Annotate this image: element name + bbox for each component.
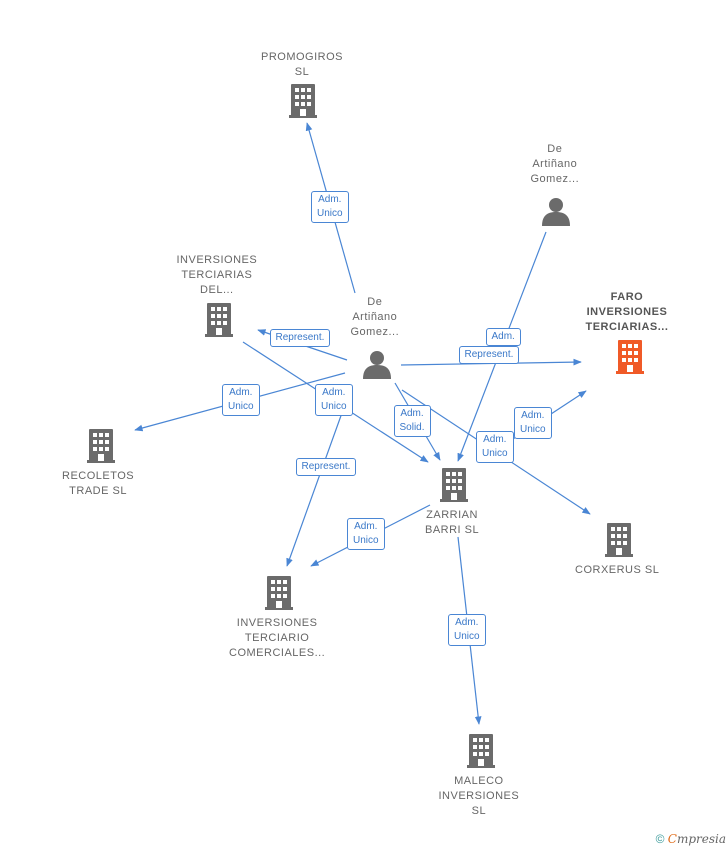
node-label-line: SL xyxy=(471,805,487,817)
edge-label-person_center-to-recoletos[interactable]: Adm. Unico xyxy=(222,384,260,416)
node-label-line: Gomez... xyxy=(350,326,400,338)
edge-label-person_center-to-inv_terciario_com[interactable]: Represent. xyxy=(295,458,357,476)
node-label-line: INVERSIONES xyxy=(236,617,318,629)
edge-label-line: Represent. xyxy=(275,332,325,343)
building-icon-faro[interactable] xyxy=(616,340,644,374)
node-label-faro[interactable]: FARO INVERSIONES TERCIARIAS... xyxy=(586,290,669,335)
edge-label-line: Represent. xyxy=(464,349,514,360)
node-label-inv_terciarias_del[interactable]: INVERSIONES TERCIARIAS DEL... xyxy=(177,253,258,298)
node-label-line: Artiñano xyxy=(532,158,578,170)
node-label-line: PROMOGIROS xyxy=(261,51,344,63)
person-icon-person_top[interactable] xyxy=(542,198,570,226)
edge-label-line: Adm. xyxy=(521,410,545,421)
building-icon-promogiros[interactable] xyxy=(289,84,317,118)
node-label-maleco[interactable]: MALECO INVERSIONES SL xyxy=(439,774,520,819)
edge-label-line: Adm. xyxy=(318,194,342,205)
building-icon-corxerus[interactable] xyxy=(605,523,633,557)
edge-label-line: Unico xyxy=(317,208,343,219)
node-label-line: TERCIARIAS xyxy=(181,269,253,281)
edge-label-line: Unico xyxy=(482,448,508,459)
node-label-corxerus[interactable]: CORXERUS SL xyxy=(575,563,659,578)
node-label-line: ZARRIAN xyxy=(426,509,478,521)
node-label-line: Gomez... xyxy=(530,173,580,185)
edge-label-person_top-to-zarrian[interactable]: Adm. xyxy=(485,328,521,346)
node-label-line: Artiñano xyxy=(352,311,398,323)
edge-label-person_center-to-zarrian[interactable]: Adm. Solid. xyxy=(393,405,431,437)
edge-label-line: Unico xyxy=(228,401,254,412)
copyright-symbol: © xyxy=(655,832,665,846)
person-icon-person_center[interactable] xyxy=(363,351,391,379)
building-icon-recoletos[interactable] xyxy=(87,429,115,463)
node-label-line: FARO xyxy=(610,291,644,303)
node-label-promogiros[interactable]: PROMOGIROS SL xyxy=(261,50,343,80)
node-label-line: TERCIARIAS... xyxy=(585,321,669,333)
node-label-line: RECOLETOS xyxy=(62,470,135,482)
node-label-line: MALECO xyxy=(454,775,504,787)
edge-label-zarrian-to-faro[interactable]: Adm. Unico xyxy=(476,431,514,463)
node-label-line: De xyxy=(367,296,383,308)
edge-label-line: Unico xyxy=(454,631,480,642)
node-label-line: CORXERUS SL xyxy=(575,564,660,576)
edge-label-zarrian-to-inv_terciario_com[interactable]: Adm. Unico xyxy=(347,518,385,550)
edge-label-line: Unico xyxy=(353,535,379,546)
node-label-zarrian[interactable]: ZARRIAN BARRI SL xyxy=(425,508,479,538)
edge-label-inv_terciarias_del-to-zarrian[interactable]: Adm. Unico xyxy=(315,384,353,416)
node-label-line: TRADE SL xyxy=(69,485,127,497)
node-label-line: DEL... xyxy=(200,284,234,296)
edge-label-line: Represent. xyxy=(301,461,351,472)
node-label-line: INVERSIONES xyxy=(586,306,668,318)
node-label-recoletos[interactable]: RECOLETOS TRADE SL xyxy=(62,469,134,499)
building-icon-maleco[interactable] xyxy=(467,734,495,768)
edge-label-line: Adm. xyxy=(354,521,378,532)
footer-credit: © Cmpresia xyxy=(656,832,726,846)
node-label-line: TERCIARIO xyxy=(244,632,310,644)
edge-label-line: Adm. xyxy=(400,408,424,419)
edge-label-person_center-to-corxerus[interactable]: Adm. Unico xyxy=(514,407,552,439)
node-label-line: De xyxy=(547,143,563,155)
edge-label-line: Solid. xyxy=(399,422,425,433)
edge-label-person_center-to-promogiros[interactable]: Adm. Unico xyxy=(311,191,349,223)
node-label-line: BARRI SL xyxy=(425,524,480,536)
node-label-line: INVERSIONES xyxy=(438,790,520,802)
edge-label-person_center-to-inv_terciarias_del[interactable]: Represent. xyxy=(269,329,331,347)
node-label-line: SL xyxy=(294,66,310,78)
edge-label-zarrian-to-maleco[interactable]: Adm. Unico xyxy=(448,614,486,646)
building-icon-inv_terciario_com[interactable] xyxy=(265,576,293,610)
edge-label-line: Adm. xyxy=(229,387,253,398)
building-icon-zarrian[interactable] xyxy=(440,468,468,502)
node-label-inv_terciario_com[interactable]: INVERSIONES TERCIARIO COMERCIALES... xyxy=(229,616,325,661)
edge-label-line: Adm. xyxy=(491,331,515,342)
edge-label-line: Adm. xyxy=(322,387,346,398)
node-label-line: INVERSIONES xyxy=(176,254,258,266)
edge-label-line: Adm. xyxy=(455,617,479,628)
edge-label-person_center-to-faro[interactable]: Represent. xyxy=(458,346,520,364)
edge-label-line: Unico xyxy=(321,401,347,412)
building-icon-inv_terciarias_del[interactable] xyxy=(205,303,233,337)
brand-logo: Cmpresia xyxy=(667,832,726,846)
edge-label-line: Unico xyxy=(520,424,546,435)
edge-label-line: Adm. xyxy=(483,434,507,445)
node-label-line: COMERCIALES... xyxy=(229,647,326,659)
